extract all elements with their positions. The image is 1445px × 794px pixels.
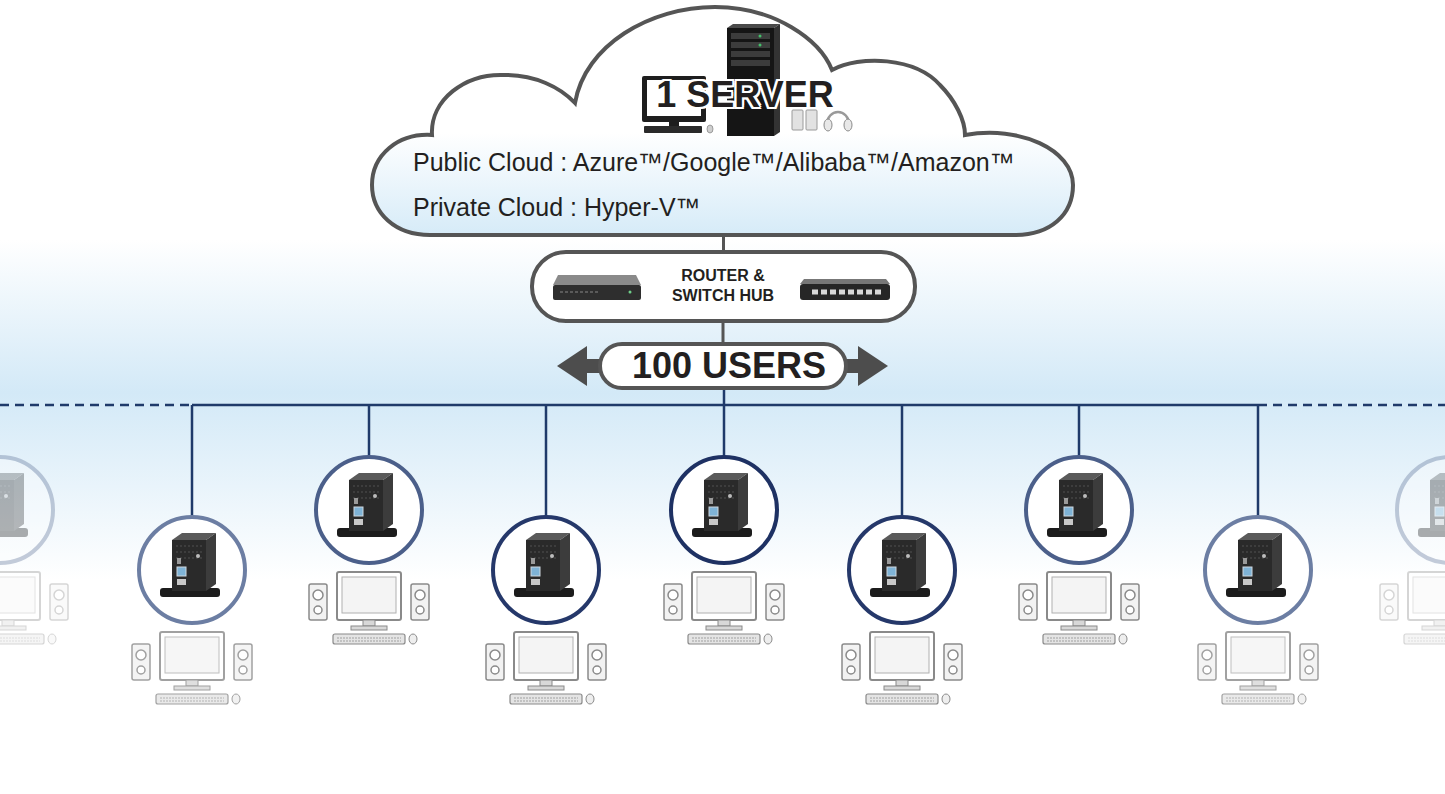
client-station [486,517,606,704]
client-station [1019,457,1139,644]
client-station [0,457,68,644]
client-stations [0,457,1445,704]
client-station [1198,517,1318,704]
client-station [132,517,252,704]
cloud-node: 1 SERVER Public Cloud : Azure™/Google™/Al… [370,5,1075,237]
users-label: 100 USERS [608,346,850,386]
client-station [664,457,784,644]
network-box: ROUTER & SWITCH HUB [530,250,917,323]
cloud-shape [372,7,1073,235]
client-station [842,517,962,704]
users-pill: 100 USERS [598,342,848,390]
network-label: ROUTER & SWITCH HUB [658,266,788,306]
server-title: 1 SERVER [625,75,865,115]
network-link [722,323,725,342]
private-cloud-text: Private Cloud : Hyper-V™ [413,192,813,222]
public-cloud-text: Public Cloud : Azure™/Google™/Alibaba™/A… [413,147,1063,177]
client-station [309,457,429,644]
client-station [1380,457,1445,644]
network-link [722,237,725,250]
